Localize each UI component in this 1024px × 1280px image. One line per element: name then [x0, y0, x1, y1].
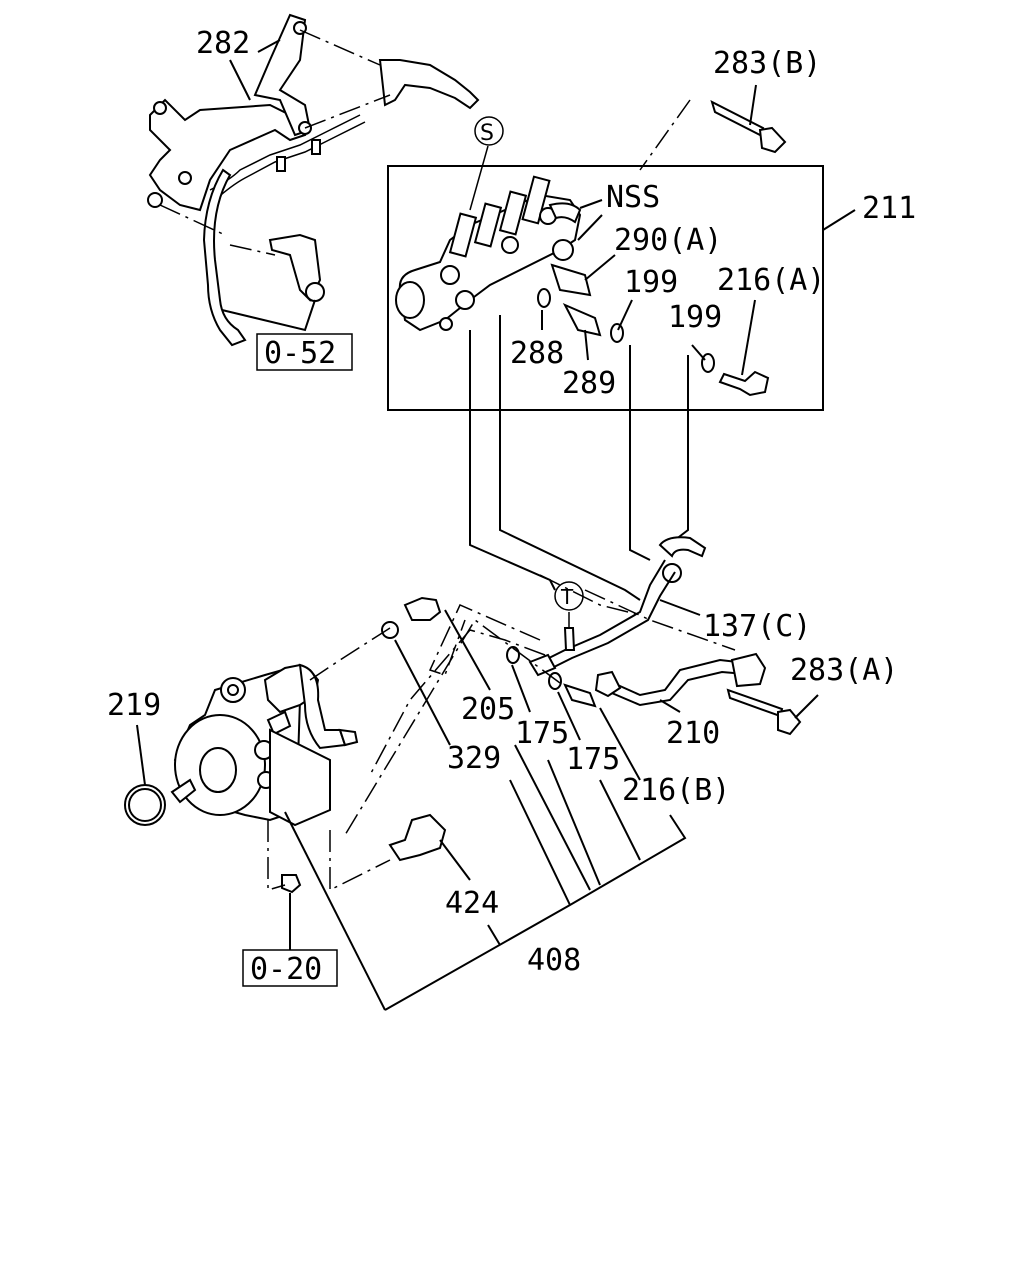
callout-424: 424: [445, 886, 499, 921]
callout-219: 219: [107, 688, 161, 723]
callout-290a: 290(A): [614, 223, 722, 258]
callout-211: 211: [862, 191, 916, 226]
leader-205: [444, 609, 491, 691]
leader-199b: [691, 344, 706, 361]
leader-216b: [599, 707, 641, 781]
ref-0-52-label: 0-52: [264, 336, 336, 371]
leader-nss-2: [577, 214, 603, 241]
bracket-282-drawing: [147, 13, 480, 347]
symbol-s-text: S: [480, 121, 494, 146]
pipe-lines: [344, 315, 802, 836]
callout-175b: 175: [566, 742, 620, 777]
ref-box-0-52[interactable]: 0-52: [256, 333, 353, 371]
leader-nss: [579, 199, 603, 209]
common-rail-drawing: [395, 175, 770, 397]
callout-205: 205: [461, 692, 515, 727]
callout-137c: 137(C): [703, 609, 811, 644]
callout-nss: NSS: [606, 180, 660, 215]
symbol-s: S: [469, 116, 504, 211]
callout-175a: 175: [515, 716, 569, 751]
symbol-t: T: [554, 581, 584, 651]
leader-424: [439, 839, 471, 881]
leader-283b: [749, 84, 757, 126]
callout-288: 288: [510, 336, 564, 371]
leader-289: [584, 329, 589, 361]
leader-290a: [584, 254, 616, 281]
leader-216a: [741, 299, 756, 376]
leader-283a: [794, 694, 819, 719]
dash-283b: [639, 99, 691, 171]
leader-210: [659, 699, 681, 713]
ref-box-0-20[interactable]: 0-20: [242, 949, 338, 987]
callout-199b: 199: [668, 300, 722, 335]
callout-283a: 283(A): [790, 653, 898, 688]
leader-175a: [511, 664, 531, 713]
callout-282: 282: [196, 26, 250, 61]
symbol-t-text: T: [560, 585, 574, 609]
leader-0-52: [221, 299, 316, 332]
rail-assembly-box: [387, 165, 824, 411]
callout-329: 329: [447, 741, 501, 776]
leader-211: [822, 209, 856, 231]
leader-219: [136, 724, 146, 786]
callout-216a: 216(A): [717, 263, 825, 298]
leader-282: [229, 59, 251, 101]
supply-pump-drawing: [124, 596, 447, 894]
callout-199a: 199: [624, 265, 678, 300]
ref-0-20-label: 0-20: [250, 952, 322, 987]
leader-137c: [659, 599, 701, 616]
callout-289: 289: [562, 366, 616, 401]
bolt-283b-drawing: [710, 100, 787, 154]
leader-282b: [257, 39, 281, 53]
leader-199a: [617, 299, 633, 331]
kit-408-leaders: [284, 744, 687, 1011]
leader-329: [394, 639, 451, 746]
callout-283b: 283(B): [713, 46, 821, 81]
callout-210: 210: [666, 716, 720, 751]
callout-408: 408: [527, 943, 581, 978]
leader-175b: [557, 691, 581, 741]
